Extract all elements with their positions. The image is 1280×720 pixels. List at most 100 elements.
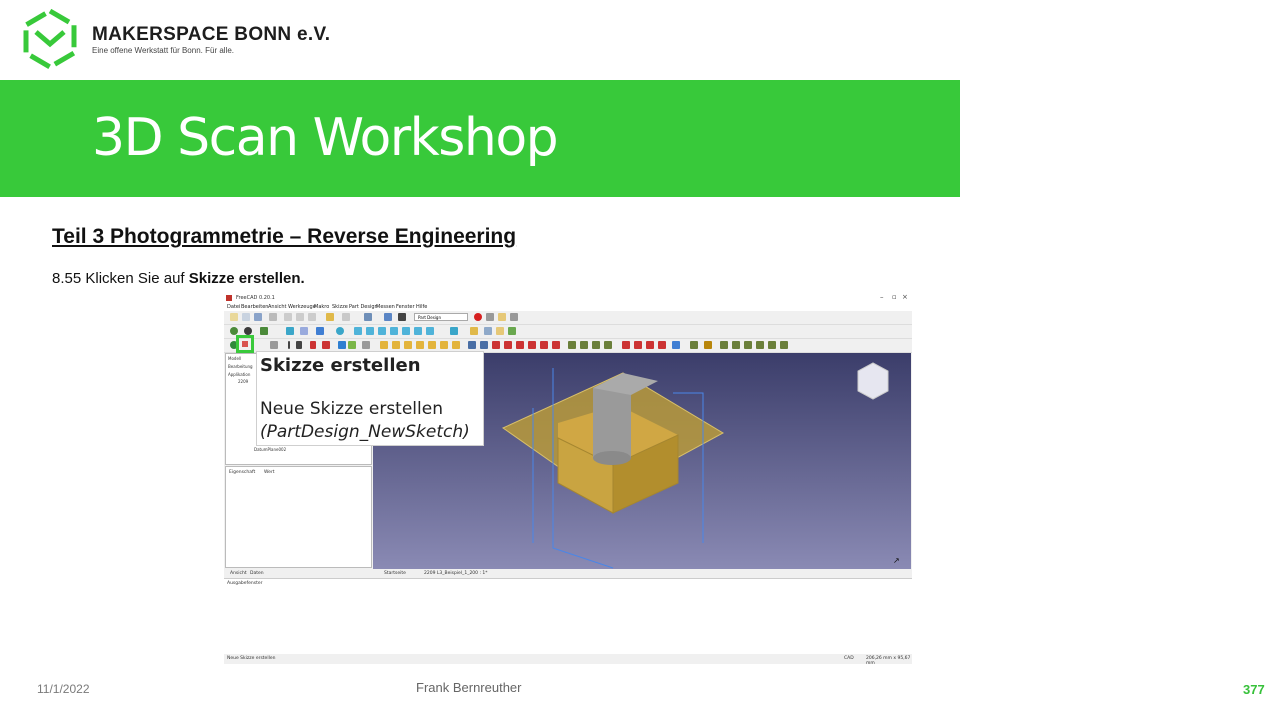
- minimize-icon[interactable]: –: [880, 293, 884, 301]
- body-icon[interactable]: [496, 327, 504, 335]
- create-sketch-icon[interactable]: [242, 341, 248, 347]
- line-icon[interactable]: [296, 341, 302, 349]
- menu-messen[interactable]: Messen: [376, 304, 395, 310]
- boolean-icon[interactable]: [672, 341, 680, 349]
- redo-icon[interactable]: [342, 313, 350, 321]
- tab-startseite[interactable]: Startseite: [384, 571, 406, 576]
- shape-binder-icon[interactable]: [270, 341, 278, 349]
- point-icon[interactable]: [288, 341, 290, 349]
- sketch-button-highlight[interactable]: [236, 335, 254, 353]
- maximize-icon[interactable]: ▫: [892, 293, 897, 301]
- view-front-icon[interactable]: [366, 327, 374, 335]
- cut-icon[interactable]: [284, 313, 292, 321]
- additive-loft-icon[interactable]: [380, 341, 388, 349]
- paste-icon[interactable]: [308, 313, 316, 321]
- additive-cylinder-icon[interactable]: [428, 341, 436, 349]
- menu-skizze[interactable]: Skizze: [332, 304, 348, 310]
- tab-ansicht[interactable]: Ansicht: [230, 571, 247, 576]
- save-icon[interactable]: [254, 313, 262, 321]
- menu-datei[interactable]: Datei: [227, 304, 241, 310]
- macros-icon[interactable]: [498, 313, 506, 321]
- additive-helix-icon[interactable]: [404, 341, 412, 349]
- 3d-viewport[interactable]: ↗: [373, 353, 911, 569]
- mirrored-icon[interactable]: [568, 341, 576, 349]
- stop-macro-icon[interactable]: [486, 313, 494, 321]
- additive-pipe-icon[interactable]: [392, 341, 400, 349]
- subtractive-helix-icon[interactable]: [528, 341, 536, 349]
- tab-modell[interactable]: Modell: [228, 356, 242, 361]
- nav-cube-icon[interactable]: [260, 327, 268, 335]
- view-rear-icon[interactable]: [402, 327, 410, 335]
- groove-icon[interactable]: [492, 341, 500, 349]
- view-left-icon[interactable]: [426, 327, 434, 335]
- sketch-merge-icon[interactable]: [780, 341, 788, 349]
- menu-hilfe[interactable]: Hilfe: [416, 304, 428, 310]
- hole-icon[interactable]: [480, 341, 488, 349]
- sketch-attach-icon[interactable]: [732, 341, 740, 349]
- record-macro-icon[interactable]: [474, 313, 482, 321]
- additive-box-icon[interactable]: [416, 341, 424, 349]
- polar-pattern-icon[interactable]: [592, 341, 600, 349]
- forward-icon[interactable]: [300, 327, 308, 335]
- sketch-view-icon[interactable]: [756, 341, 764, 349]
- subtractive-pipe-icon[interactable]: [516, 341, 524, 349]
- tab-document[interactable]: 2209 L3_Beispiel_1_200 : 1*: [424, 571, 488, 576]
- link-icon[interactable]: [316, 327, 324, 335]
- involute-gear-icon[interactable]: [704, 341, 712, 349]
- whats-this-icon[interactable]: [398, 313, 406, 321]
- menu-makro[interactable]: Makro: [314, 304, 330, 310]
- link-make-icon[interactable]: [508, 327, 516, 335]
- new-file-icon[interactable]: [230, 313, 238, 321]
- additive-sphere-icon[interactable]: [440, 341, 448, 349]
- local-cs-icon[interactable]: [322, 341, 330, 349]
- subtractive-box-icon[interactable]: [540, 341, 548, 349]
- undo-icon[interactable]: [326, 313, 334, 321]
- draw-style-icon[interactable]: [244, 327, 252, 335]
- tree-item-document[interactable]: 2209: [238, 379, 249, 384]
- back-icon[interactable]: [286, 327, 294, 335]
- zoom-icon[interactable]: [336, 327, 344, 335]
- part-icon[interactable]: [470, 327, 478, 335]
- navigation-style[interactable]: CAD: [844, 656, 854, 661]
- close-icon[interactable]: ×: [902, 293, 908, 301]
- group-icon[interactable]: [484, 327, 492, 335]
- menu-bearbeiten[interactable]: Bearbeiten: [241, 304, 269, 310]
- subtractive-cylinder-icon[interactable]: [552, 341, 560, 349]
- fit-all-icon[interactable]: [230, 327, 238, 335]
- revolution-icon[interactable]: [362, 341, 370, 349]
- refresh-icon[interactable]: [364, 313, 372, 321]
- chamfer-icon[interactable]: [634, 341, 642, 349]
- pocket-icon[interactable]: [468, 341, 476, 349]
- view-iso-icon[interactable]: [354, 327, 362, 335]
- additive-cone-icon[interactable]: [452, 341, 460, 349]
- sketch-edit-icon[interactable]: [744, 341, 752, 349]
- measure-icon[interactable]: [450, 327, 458, 335]
- sketch-validate-icon[interactable]: [768, 341, 776, 349]
- fillet-icon[interactable]: [622, 341, 630, 349]
- create-body-icon[interactable]: [230, 341, 238, 349]
- menu-fenster[interactable]: Fenster: [396, 304, 415, 310]
- tab-daten[interactable]: Daten: [250, 571, 264, 576]
- pad-icon[interactable]: [348, 341, 356, 349]
- tab-bearbeitung[interactable]: Bearbeitung: [228, 364, 253, 369]
- execute-macro-icon[interactable]: [510, 313, 518, 321]
- menu-part-design[interactable]: Part Design: [349, 304, 378, 310]
- shaft-wizard-icon[interactable]: [720, 341, 728, 349]
- view-bottom-icon[interactable]: [414, 327, 422, 335]
- tree-item-datum-plane[interactable]: DatumPlane002: [254, 447, 287, 452]
- print-icon[interactable]: [269, 313, 277, 321]
- plane-icon[interactable]: [310, 341, 316, 349]
- subtractive-loft-icon[interactable]: [504, 341, 512, 349]
- view-top-icon[interactable]: [378, 327, 386, 335]
- clone-icon[interactable]: [338, 341, 346, 349]
- menu-ansicht[interactable]: Ansicht: [268, 304, 287, 310]
- copy-icon[interactable]: [296, 313, 304, 321]
- workbench-select[interactable]: Part Design: [414, 313, 468, 321]
- menu-werkzeuge[interactable]: Werkzeuge: [288, 304, 316, 310]
- thickness-icon[interactable]: [658, 341, 666, 349]
- open-file-icon[interactable]: [242, 313, 250, 321]
- multi-transform-icon[interactable]: [604, 341, 612, 349]
- draft-icon[interactable]: [646, 341, 654, 349]
- linear-pattern-icon[interactable]: [580, 341, 588, 349]
- recompute-icon[interactable]: [384, 313, 392, 321]
